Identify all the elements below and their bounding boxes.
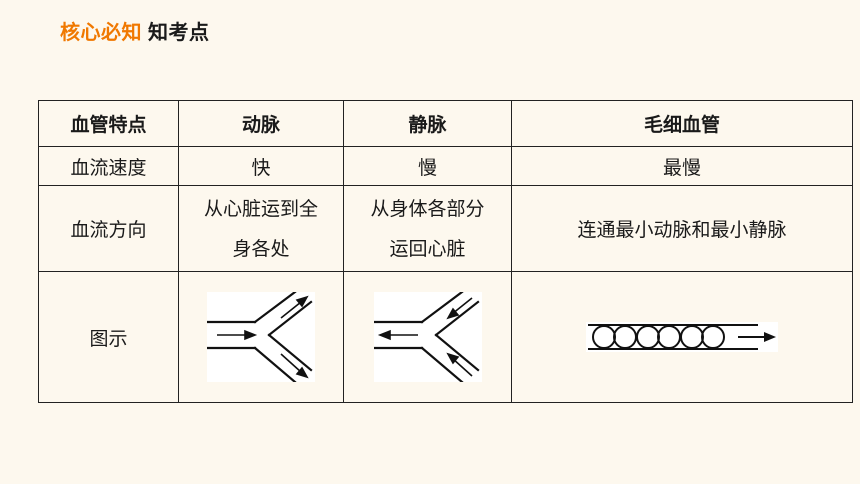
row-label: 血流方向: [38, 185, 179, 272]
section-header: 核心必知知考点: [60, 16, 210, 45]
header-title: 知考点: [148, 20, 210, 44]
cell-line: 运回心脏: [389, 237, 466, 260]
capillary-diagram: [586, 322, 778, 352]
table-cell: 快: [178, 146, 344, 186]
header-cell: 血管特点: [38, 100, 179, 147]
header-accent: 核心必知: [60, 20, 142, 44]
table-cell: [511, 271, 853, 403]
table-cell: 最慢: [511, 146, 853, 186]
cell-line: 从心脏运到全: [203, 197, 318, 220]
artery-branch-diagram: [207, 292, 315, 382]
table-row: 血流速度 快 慢 最慢: [38, 146, 853, 186]
table-cell: 慢: [343, 146, 512, 186]
row-label: 血流速度: [38, 146, 179, 186]
cell-line: 从身体各部分: [370, 197, 485, 220]
row-label: 图示: [38, 271, 179, 403]
table-cell: [343, 271, 512, 403]
table-header-row: 血管特点 动脉 静脉 毛细血管: [38, 100, 853, 147]
header-cell: 动脉: [178, 100, 344, 147]
table-row: 血流方向 从心脏运到全 身各处 从身体各部分 运回心脏 连通最小动脉和最小静脉: [38, 185, 853, 272]
table-cell: 从心脏运到全 身各处: [178, 185, 344, 272]
table-cell: [178, 271, 344, 403]
table-cell: 从身体各部分 运回心脏: [343, 185, 512, 272]
cell-line: 身各处: [232, 237, 290, 260]
table-row: 图示: [38, 271, 853, 403]
blood-vessel-table: 血管特点 动脉 静脉 毛细血管 血流速度 快 慢 最慢 血流方向 从心脏运到全 …: [38, 100, 853, 403]
table-cell: 连通最小动脉和最小静脉: [511, 185, 853, 272]
header-cell: 静脉: [343, 100, 512, 147]
vein-branch-diagram: [373, 292, 482, 382]
header-cell: 毛细血管: [511, 100, 853, 147]
